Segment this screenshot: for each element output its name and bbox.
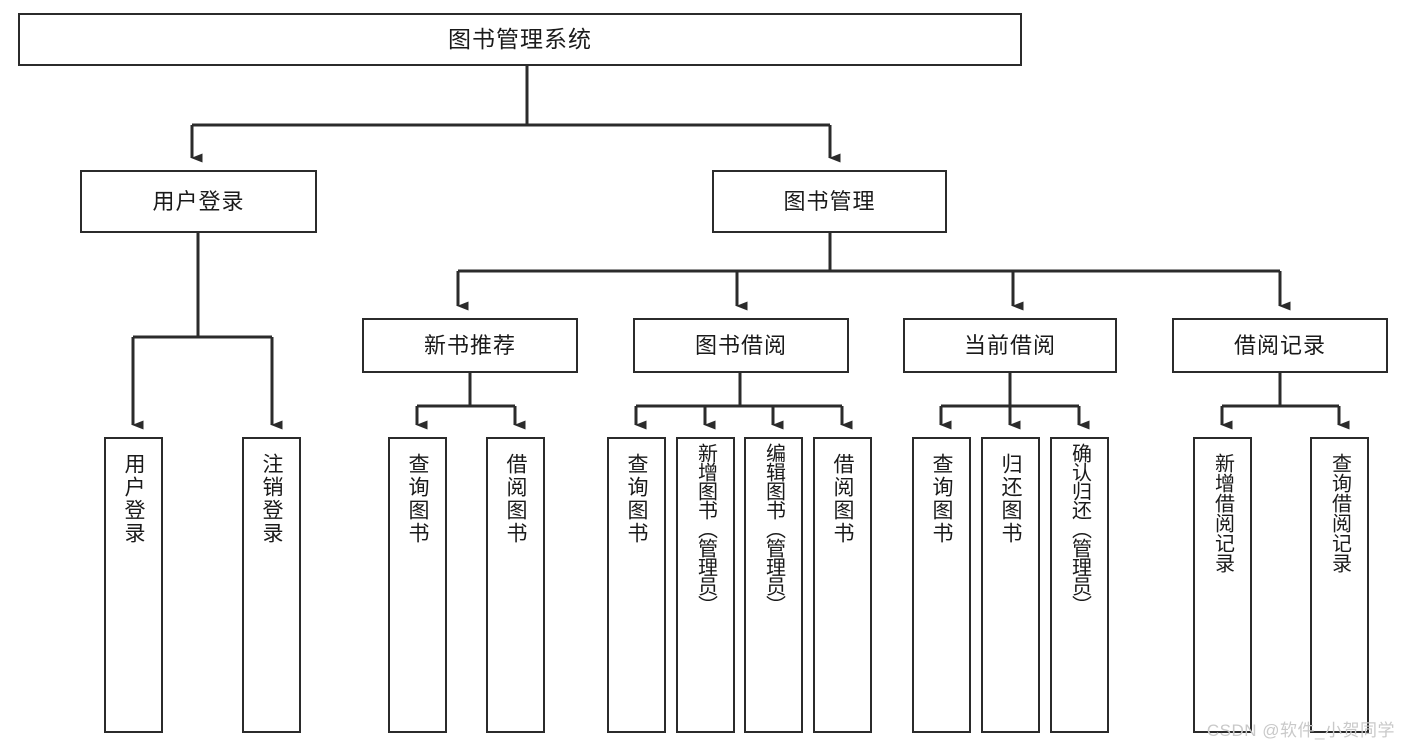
leaf-book-borrow-borrow-book[interactable]: 借阅图书: [813, 437, 872, 733]
node-label: 用户登录: [152, 188, 245, 214]
leaf-book-borrow-edit-book-admin[interactable]: 编辑图书（管理员）: [744, 437, 803, 733]
leaf-new-book-borrow-book[interactable]: 借阅图书: [486, 437, 545, 733]
leaf-current-borrow-query-book[interactable]: 查询图书: [912, 437, 971, 733]
node-label: 用户登录: [122, 453, 145, 545]
leaf-user-logout[interactable]: 注销登录: [242, 437, 301, 733]
node-label: 图书管理: [783, 188, 876, 214]
node-book-borrow[interactable]: 图书借阅: [633, 318, 849, 373]
node-new-book-recommend[interactable]: 新书推荐: [362, 318, 578, 373]
node-label: 查询图书: [930, 453, 953, 545]
node-book-management[interactable]: 图书管理: [712, 170, 947, 233]
node-label: 确认归还（管理员）: [1068, 443, 1091, 614]
node-label: 借阅图书: [831, 453, 854, 545]
node-label: 新增借阅记录: [1211, 453, 1234, 573]
node-label: 新增图书（管理员）: [694, 443, 717, 614]
node-label: 图书管理系统: [448, 26, 592, 53]
leaf-user-login[interactable]: 用户登录: [104, 437, 163, 733]
csdn-watermark: CSDN @软件_小贺同学: [1206, 721, 1395, 740]
node-label: 查询图书: [625, 453, 648, 545]
node-current-borrow[interactable]: 当前借阅: [903, 318, 1117, 373]
node-root-book-management-system[interactable]: 图书管理系统: [18, 13, 1022, 66]
node-label: 归还图书: [999, 453, 1022, 545]
leaf-borrow-record-query-record[interactable]: 查询借阅记录: [1310, 437, 1369, 733]
leaf-book-borrow-query-book[interactable]: 查询图书: [607, 437, 666, 733]
node-label: 查询借阅记录: [1328, 453, 1351, 573]
node-label: 借阅记录: [1233, 332, 1326, 358]
leaf-new-book-query-book[interactable]: 查询图书: [388, 437, 447, 733]
node-borrow-record[interactable]: 借阅记录: [1172, 318, 1388, 373]
node-label: 注销登录: [260, 453, 283, 545]
leaf-current-borrow-confirm-return-admin[interactable]: 确认归还（管理员）: [1050, 437, 1109, 733]
node-label: 编辑图书（管理员）: [762, 443, 785, 614]
node-user-login[interactable]: 用户登录: [80, 170, 317, 233]
node-label: 查询图书: [406, 453, 429, 545]
leaf-borrow-record-add-record[interactable]: 新增借阅记录: [1193, 437, 1252, 733]
leaf-current-borrow-return-book[interactable]: 归还图书: [981, 437, 1040, 733]
leaf-book-borrow-add-book-admin[interactable]: 新增图书（管理员）: [676, 437, 735, 733]
node-label: 新书推荐: [423, 332, 516, 358]
node-label: 借阅图书: [504, 453, 527, 545]
node-label: 当前借阅: [963, 332, 1056, 358]
node-label: 图书借阅: [694, 332, 787, 358]
